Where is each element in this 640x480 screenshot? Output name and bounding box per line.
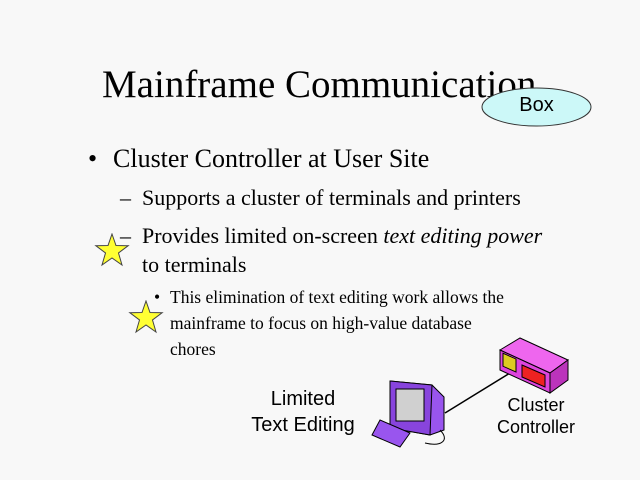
box-callout-shape xyxy=(481,87,592,127)
provides-italic: text editing power xyxy=(383,223,543,248)
terminal-label: Limited Text Editing xyxy=(238,386,368,438)
bullet-dot: • xyxy=(154,287,161,307)
slide-title: Mainframe Communication xyxy=(102,63,537,106)
controller-label-line-2: Controller xyxy=(496,417,576,437)
dash-marker: – xyxy=(120,223,131,248)
controller-label: Cluster Controller xyxy=(480,394,592,438)
connection-line xyxy=(444,372,511,414)
bullet-cluster-controller: Cluster Controller at User Site xyxy=(113,144,430,173)
cluster-controller-icon xyxy=(498,337,569,394)
terminal-label-line-1: Limited xyxy=(270,388,336,410)
star-icon xyxy=(94,233,130,267)
sub-bullet-provides: Provides limited on-screen text editing … xyxy=(142,223,542,249)
provides-text: Provides limited on-screen xyxy=(142,223,384,248)
subsub-line-3: chores xyxy=(170,339,216,359)
sub-bullet-provides-cont: to terminals xyxy=(142,252,247,277)
network-diagram xyxy=(371,337,569,448)
subsub-line-2: mainframe to focus on high-value databas… xyxy=(170,313,472,333)
box-callout-label: Box xyxy=(519,94,554,116)
subsub-line-1: This elimination of text editing work al… xyxy=(170,287,504,307)
terminal-icon xyxy=(371,380,445,448)
star-icon xyxy=(128,300,164,334)
dash-marker: – xyxy=(120,185,131,210)
terminal-label-line-2: Text Editing xyxy=(251,414,355,436)
controller-label-line-1: Cluster xyxy=(507,395,565,415)
sub-bullet-supports: Supports a cluster of terminals and prin… xyxy=(142,185,521,210)
bullet-dot: • xyxy=(88,144,98,173)
